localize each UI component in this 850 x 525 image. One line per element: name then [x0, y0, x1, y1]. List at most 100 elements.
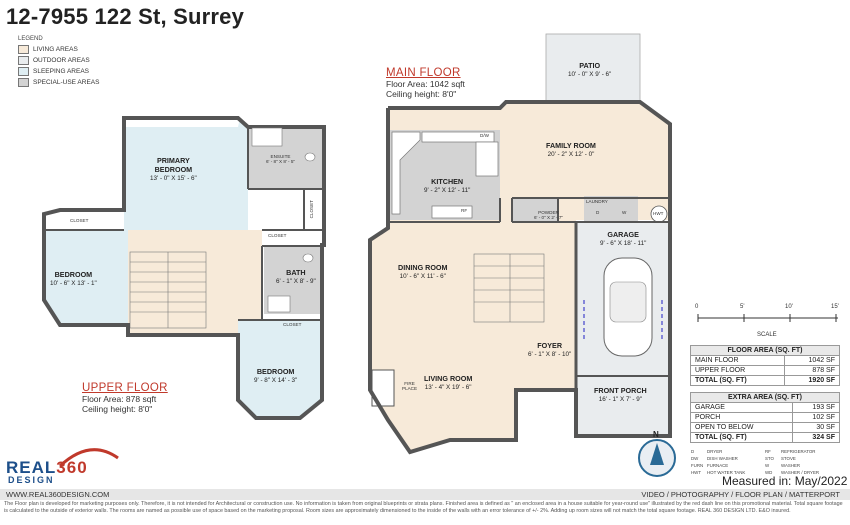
- room-name: ENSUITE: [270, 154, 291, 159]
- patio-fill: [545, 33, 641, 105]
- closet-label-3: CLOSET: [309, 200, 314, 219]
- main-floor-plan: [368, 33, 672, 455]
- disclaimer-text: The Floor plan is developed for marketin…: [4, 501, 843, 514]
- abbrev-text: DISH WASHER: [707, 456, 738, 461]
- row-label: MAIN FLOOR: [689, 355, 786, 366]
- scale-tick-0: 0: [695, 304, 699, 310]
- table-total-row: TOTAL (SQ. FT)324 SF: [690, 432, 840, 443]
- footer-website[interactable]: WWW.REAL360DESIGN.COM: [6, 490, 110, 499]
- legend-item-outdoor: OUTDOOR AREAS: [18, 55, 99, 66]
- abbrev-code: RF: [765, 449, 771, 454]
- room-dim: 16' - 1" X 7' - 9": [598, 396, 642, 403]
- main-floor-info: MAIN FLOOR Floor Area: 1042 sqft Ceiling…: [386, 67, 465, 99]
- compass-label: N: [653, 430, 659, 439]
- page-title: 12-7955 122 St, Surrey: [6, 4, 244, 29]
- room-name: FOYER: [537, 341, 563, 350]
- row-label: UPPER FLOOR: [689, 365, 786, 376]
- room-name: PRIMARY BEDROOM: [154, 156, 193, 174]
- scale-label: SCALE: [757, 332, 777, 338]
- upper-floor-area: Floor Area: 878 sqft: [82, 394, 157, 404]
- legend-label: LIVING AREAS: [33, 46, 78, 53]
- scale-tick-15: 15': [831, 304, 839, 310]
- footer-bar: [0, 489, 850, 500]
- room-dim: 20' - 2" X 12' - 0": [547, 151, 595, 158]
- legend-item-special: SPECIAL-USE AREAS: [18, 77, 99, 88]
- floor-plan-drawing: [42, 33, 838, 477]
- abbrev-text: WASHER / DRYER: [781, 470, 820, 475]
- room-dim: 13' - 0" X 15' - 6": [150, 175, 197, 182]
- measured-date: Measured in: May/2022: [722, 474, 848, 488]
- room-name: LIVING ROOM: [424, 374, 473, 383]
- room-name: POWDER: [538, 210, 559, 215]
- room-name: GARAGE: [607, 230, 639, 239]
- legend: LIVING AREAS OUTDOOR AREAS SLEEPING AREA…: [18, 44, 99, 88]
- room-name: BEDROOM: [256, 367, 295, 376]
- row-value: 193 SF: [791, 402, 840, 413]
- abbrev-text: STOVE: [781, 456, 796, 461]
- upper-stairs: [129, 251, 207, 329]
- legend-swatch-outdoor: [18, 56, 29, 65]
- laundry-label: LAUNDRY: [586, 199, 608, 204]
- row-label: PORCH: [690, 412, 793, 423]
- room-dim: 10' - 6" X 11' - 6": [399, 273, 446, 280]
- main-floor-area: Floor Area: 1042 sqft: [386, 79, 465, 89]
- bedroom-left-fill: [44, 230, 128, 325]
- legend-swatch-special: [18, 78, 29, 87]
- washer-label: W: [622, 210, 627, 215]
- room-dim: 6' - 0" X 2' - 7": [534, 215, 564, 220]
- legend-label: SLEEPING AREAS: [33, 68, 89, 75]
- extra-area-header: EXTRA AREA (SQ. FT): [690, 392, 840, 403]
- table-total-row: TOTAL (SQ. FT)1920 SF: [689, 375, 840, 386]
- scale-tick-10: 10': [785, 304, 793, 310]
- main-floor-heading: MAIN FLOOR: [386, 67, 461, 79]
- room-dim: 9' - 6" X 18' - 11": [600, 240, 647, 247]
- total-label: TOTAL (SQ. FT): [690, 432, 793, 443]
- room-name: BATH: [286, 268, 306, 277]
- room-dim: 13' - 4" X 19' - 6": [424, 384, 472, 391]
- compass-icon: [638, 439, 676, 477]
- room-dim: 6' - 1" X 8' - 9": [276, 278, 316, 285]
- powder-fill: [512, 198, 558, 222]
- logo-wordmark: REAL360: [6, 458, 88, 478]
- row-value: 878 SF: [784, 365, 840, 376]
- upper-hall-fill: [128, 230, 262, 335]
- room-name: PATIO: [579, 61, 601, 70]
- kitchen-fill: [388, 130, 500, 220]
- refrigerator-label: RF: [461, 208, 468, 213]
- room-dim: 6' - 8" X 8' - 5": [266, 159, 296, 164]
- room-dim: 9' - 8" X 14' - 3": [254, 377, 298, 384]
- logo-subtext: DESIGN: [8, 475, 55, 485]
- row-value: 1042 SF: [784, 355, 840, 366]
- main-floor-ceiling: Ceiling height: 8'0": [386, 89, 457, 99]
- total-value: 1920 SF: [784, 375, 840, 386]
- abbrev-code: WD: [765, 470, 773, 475]
- laundry-fill: [584, 196, 638, 222]
- primary-bedroom-fill: [124, 118, 248, 230]
- dryer-label: D: [596, 210, 600, 215]
- floor-area-header: FLOOR AREA (SQ. FT): [690, 345, 840, 356]
- upper-floor-walls: [42, 116, 326, 420]
- closet-label-4: CLOSET: [283, 322, 302, 327]
- dishwasher-label: D/W: [480, 133, 489, 138]
- abbrev-text: WASHER: [781, 463, 801, 468]
- row-value: 30 SF: [791, 422, 840, 433]
- scale-tick-5: 5': [740, 304, 745, 310]
- logo-part-1: REAL: [6, 458, 57, 477]
- room-name: FRONT PORCH: [594, 386, 647, 395]
